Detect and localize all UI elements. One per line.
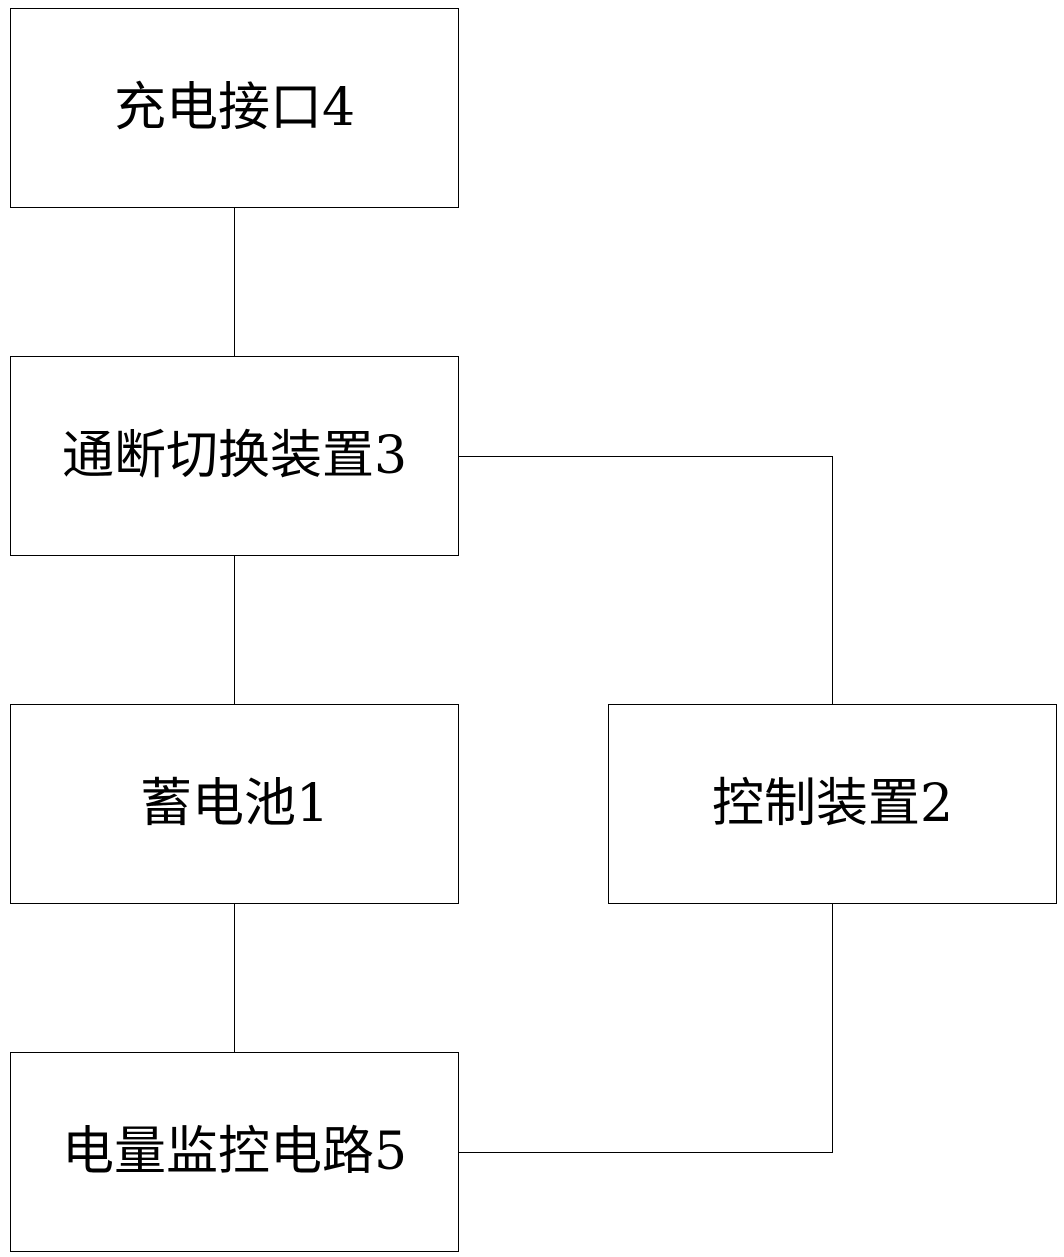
power-monitor-circuit-box: 电量监控电路5: [10, 1052, 459, 1252]
battery-box: 蓄电池1: [10, 704, 459, 904]
edge-control-to-monitor: [459, 904, 833, 1153]
battery-label: 蓄电池1: [139, 774, 330, 834]
switch-device-label: 通断切换装置3: [61, 426, 408, 486]
control-device-label: 控制装置2: [711, 774, 954, 834]
charging-port-label: 充电接口4: [113, 78, 356, 138]
edge-switch-to-control: [459, 456, 833, 704]
charging-port-box: 充电接口4: [10, 8, 459, 208]
control-device-box: 控制装置2: [608, 704, 1057, 904]
switch-device-box: 通断切换装置3: [10, 356, 459, 556]
power-monitor-circuit-label: 电量监控电路5: [61, 1122, 408, 1182]
